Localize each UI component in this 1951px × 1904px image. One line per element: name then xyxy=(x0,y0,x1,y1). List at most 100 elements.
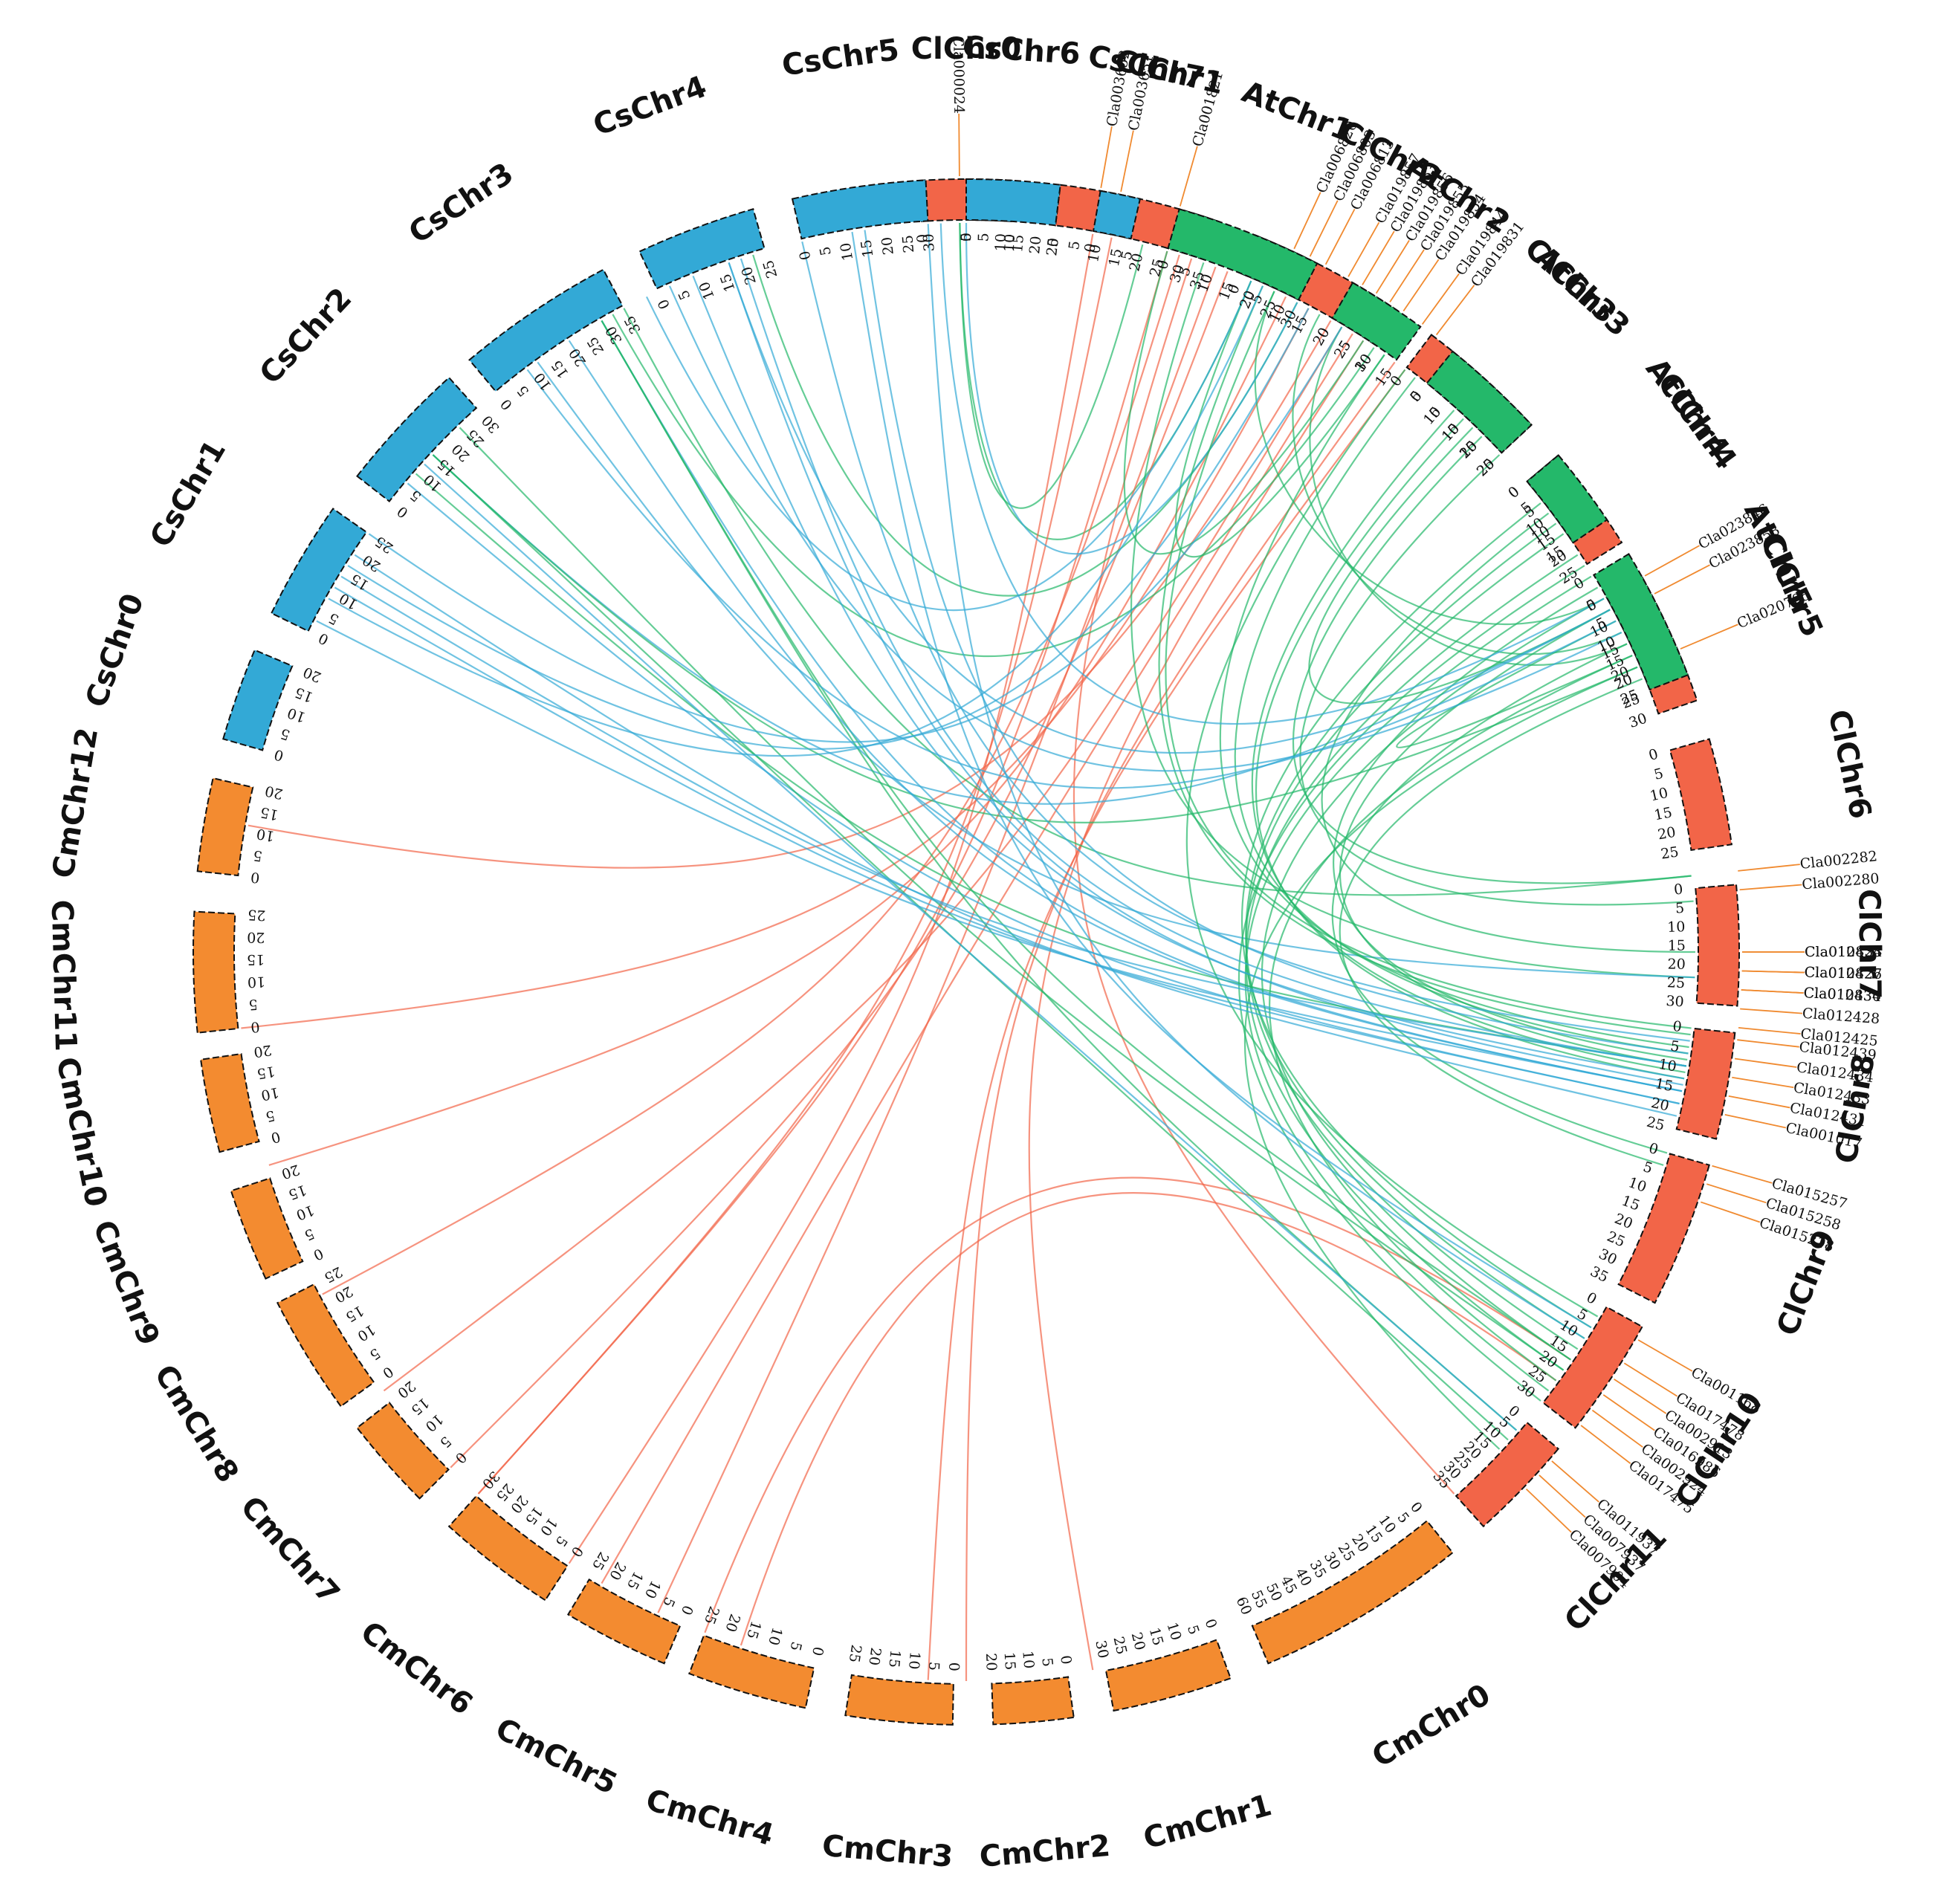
tick-label: 5 xyxy=(1184,1623,1203,1636)
tick-label: 30 xyxy=(1666,993,1685,1011)
synteny-link-2 xyxy=(568,233,1094,1564)
chromosome-block xyxy=(791,179,929,240)
synteny-link-59 xyxy=(459,427,1565,1371)
gene-Cla002282: Cla002282 xyxy=(1738,848,1878,872)
tick-label: 5 xyxy=(264,1107,276,1124)
synteny-link-13 xyxy=(965,361,1396,1682)
synteny-link-17 xyxy=(704,1176,1571,1633)
tick-label: 5 xyxy=(326,609,342,628)
tick-label: 25 xyxy=(1110,1635,1130,1656)
tick-label: 15 xyxy=(743,1619,764,1641)
tick-label: 10 xyxy=(285,705,308,726)
tick-label: 25 xyxy=(899,234,917,253)
chromosome-label: AtChr4 xyxy=(1639,352,1735,465)
tick-label: 5 xyxy=(252,847,263,864)
gene-connector xyxy=(1734,1058,1797,1068)
tick-label: 0 xyxy=(958,233,974,242)
tick-label: 0 xyxy=(1407,388,1426,405)
tick-label: 15 xyxy=(286,1182,308,1203)
synteny-link-65 xyxy=(1243,666,1638,1450)
tick-label: 25 xyxy=(322,1263,346,1286)
tick-label: 10 xyxy=(1085,243,1104,264)
chromosome-block xyxy=(965,178,1061,227)
synteny-link-31 xyxy=(1396,620,1633,748)
tick-label: 10 xyxy=(1649,785,1669,805)
tick-label: 5 xyxy=(279,725,292,743)
tick-label: 25 xyxy=(1666,974,1685,991)
tick-label: 15 xyxy=(343,1302,366,1325)
tick-label: 25 xyxy=(846,1643,865,1663)
gene-label: Cla010833 xyxy=(1805,944,1882,960)
tick-label: 0 xyxy=(1505,483,1522,502)
tick-label: 15 xyxy=(1009,234,1027,253)
tick-label: 15 xyxy=(408,1394,433,1418)
gene-connector xyxy=(1732,1076,1794,1089)
chromosome-label: CsChr3 xyxy=(403,156,520,250)
tick-label: 0 xyxy=(497,395,516,412)
chromosome-label: CmChr4 xyxy=(642,1783,777,1853)
tick-label: 20 xyxy=(1026,236,1044,255)
chromosome-block xyxy=(230,1177,304,1280)
synteny-link-46 xyxy=(728,262,1683,1086)
chromosome-block xyxy=(1455,1421,1560,1528)
chromosome-block xyxy=(566,1578,682,1665)
chromosome-block xyxy=(199,1052,260,1153)
synteny-link-32 xyxy=(623,308,1692,896)
chromosome-block xyxy=(1669,738,1733,852)
gene-connector xyxy=(1402,259,1440,312)
tick-label: 5 xyxy=(975,233,991,242)
tick-label: 15 xyxy=(1216,279,1237,302)
synteny-link-67 xyxy=(1245,554,1579,1371)
chromosome-block xyxy=(1331,281,1422,361)
chromosome-label: CsChr0 xyxy=(80,589,151,712)
synteny-link-70 xyxy=(692,275,1685,1080)
synteny-links xyxy=(241,222,1696,1682)
tick-label: 10 xyxy=(294,1202,317,1223)
chromosome-block xyxy=(447,1495,569,1602)
synteny-link-15 xyxy=(657,266,1217,1613)
synteny-link-27 xyxy=(646,280,1252,612)
synteny-link-80 xyxy=(354,554,1677,1117)
tick-label: 15 xyxy=(1146,1626,1167,1648)
tick-label: 15 xyxy=(1001,1651,1018,1670)
tick-label: 0 xyxy=(1081,242,1099,254)
chromosome-block xyxy=(844,1674,954,1726)
tick-label: 20 xyxy=(263,783,285,803)
tick-label: 0 xyxy=(945,1662,962,1671)
chromosome-label: CsChr6 xyxy=(962,30,1081,71)
synteny-link-4 xyxy=(477,250,1168,1495)
synteny-link-7 xyxy=(268,296,1287,1166)
tick-label: 5 xyxy=(817,245,835,257)
tick-label: 5 xyxy=(436,1433,454,1451)
tick-label: 5 xyxy=(1652,765,1665,783)
tick-label: 20 xyxy=(983,1653,1000,1671)
gene-connector xyxy=(1654,564,1710,595)
chromosome-label: CmChr2 xyxy=(978,1829,1112,1874)
synteny-link-66 xyxy=(1261,598,1605,1361)
synteny-link-24 xyxy=(1309,326,1628,666)
gene-connector xyxy=(1179,146,1198,207)
tick-label: 10 xyxy=(905,1651,923,1670)
chromosome-block xyxy=(1251,1520,1454,1665)
tick-label: 10 xyxy=(259,1084,280,1103)
tick-label: 15 xyxy=(1668,938,1686,954)
chromosome-block xyxy=(1167,208,1319,301)
gene-connector xyxy=(1525,1488,1572,1533)
gene-connector xyxy=(1602,1394,1655,1431)
chromosome-block xyxy=(638,208,766,290)
tick-label: 25 xyxy=(701,1604,722,1626)
synteny-link-22 xyxy=(1254,291,1605,625)
chromosome-label: CmChr9 xyxy=(86,1216,166,1350)
synteny-link-54 xyxy=(1185,369,1599,1318)
gene-connector xyxy=(1737,1039,1799,1048)
synteny-link-20 xyxy=(1123,250,1365,555)
tick-label: 5 xyxy=(786,1640,804,1653)
tick-label: 10 xyxy=(1001,233,1018,252)
gene-label: Cla002282 xyxy=(1799,848,1878,872)
tick-label: 10 xyxy=(337,589,360,612)
